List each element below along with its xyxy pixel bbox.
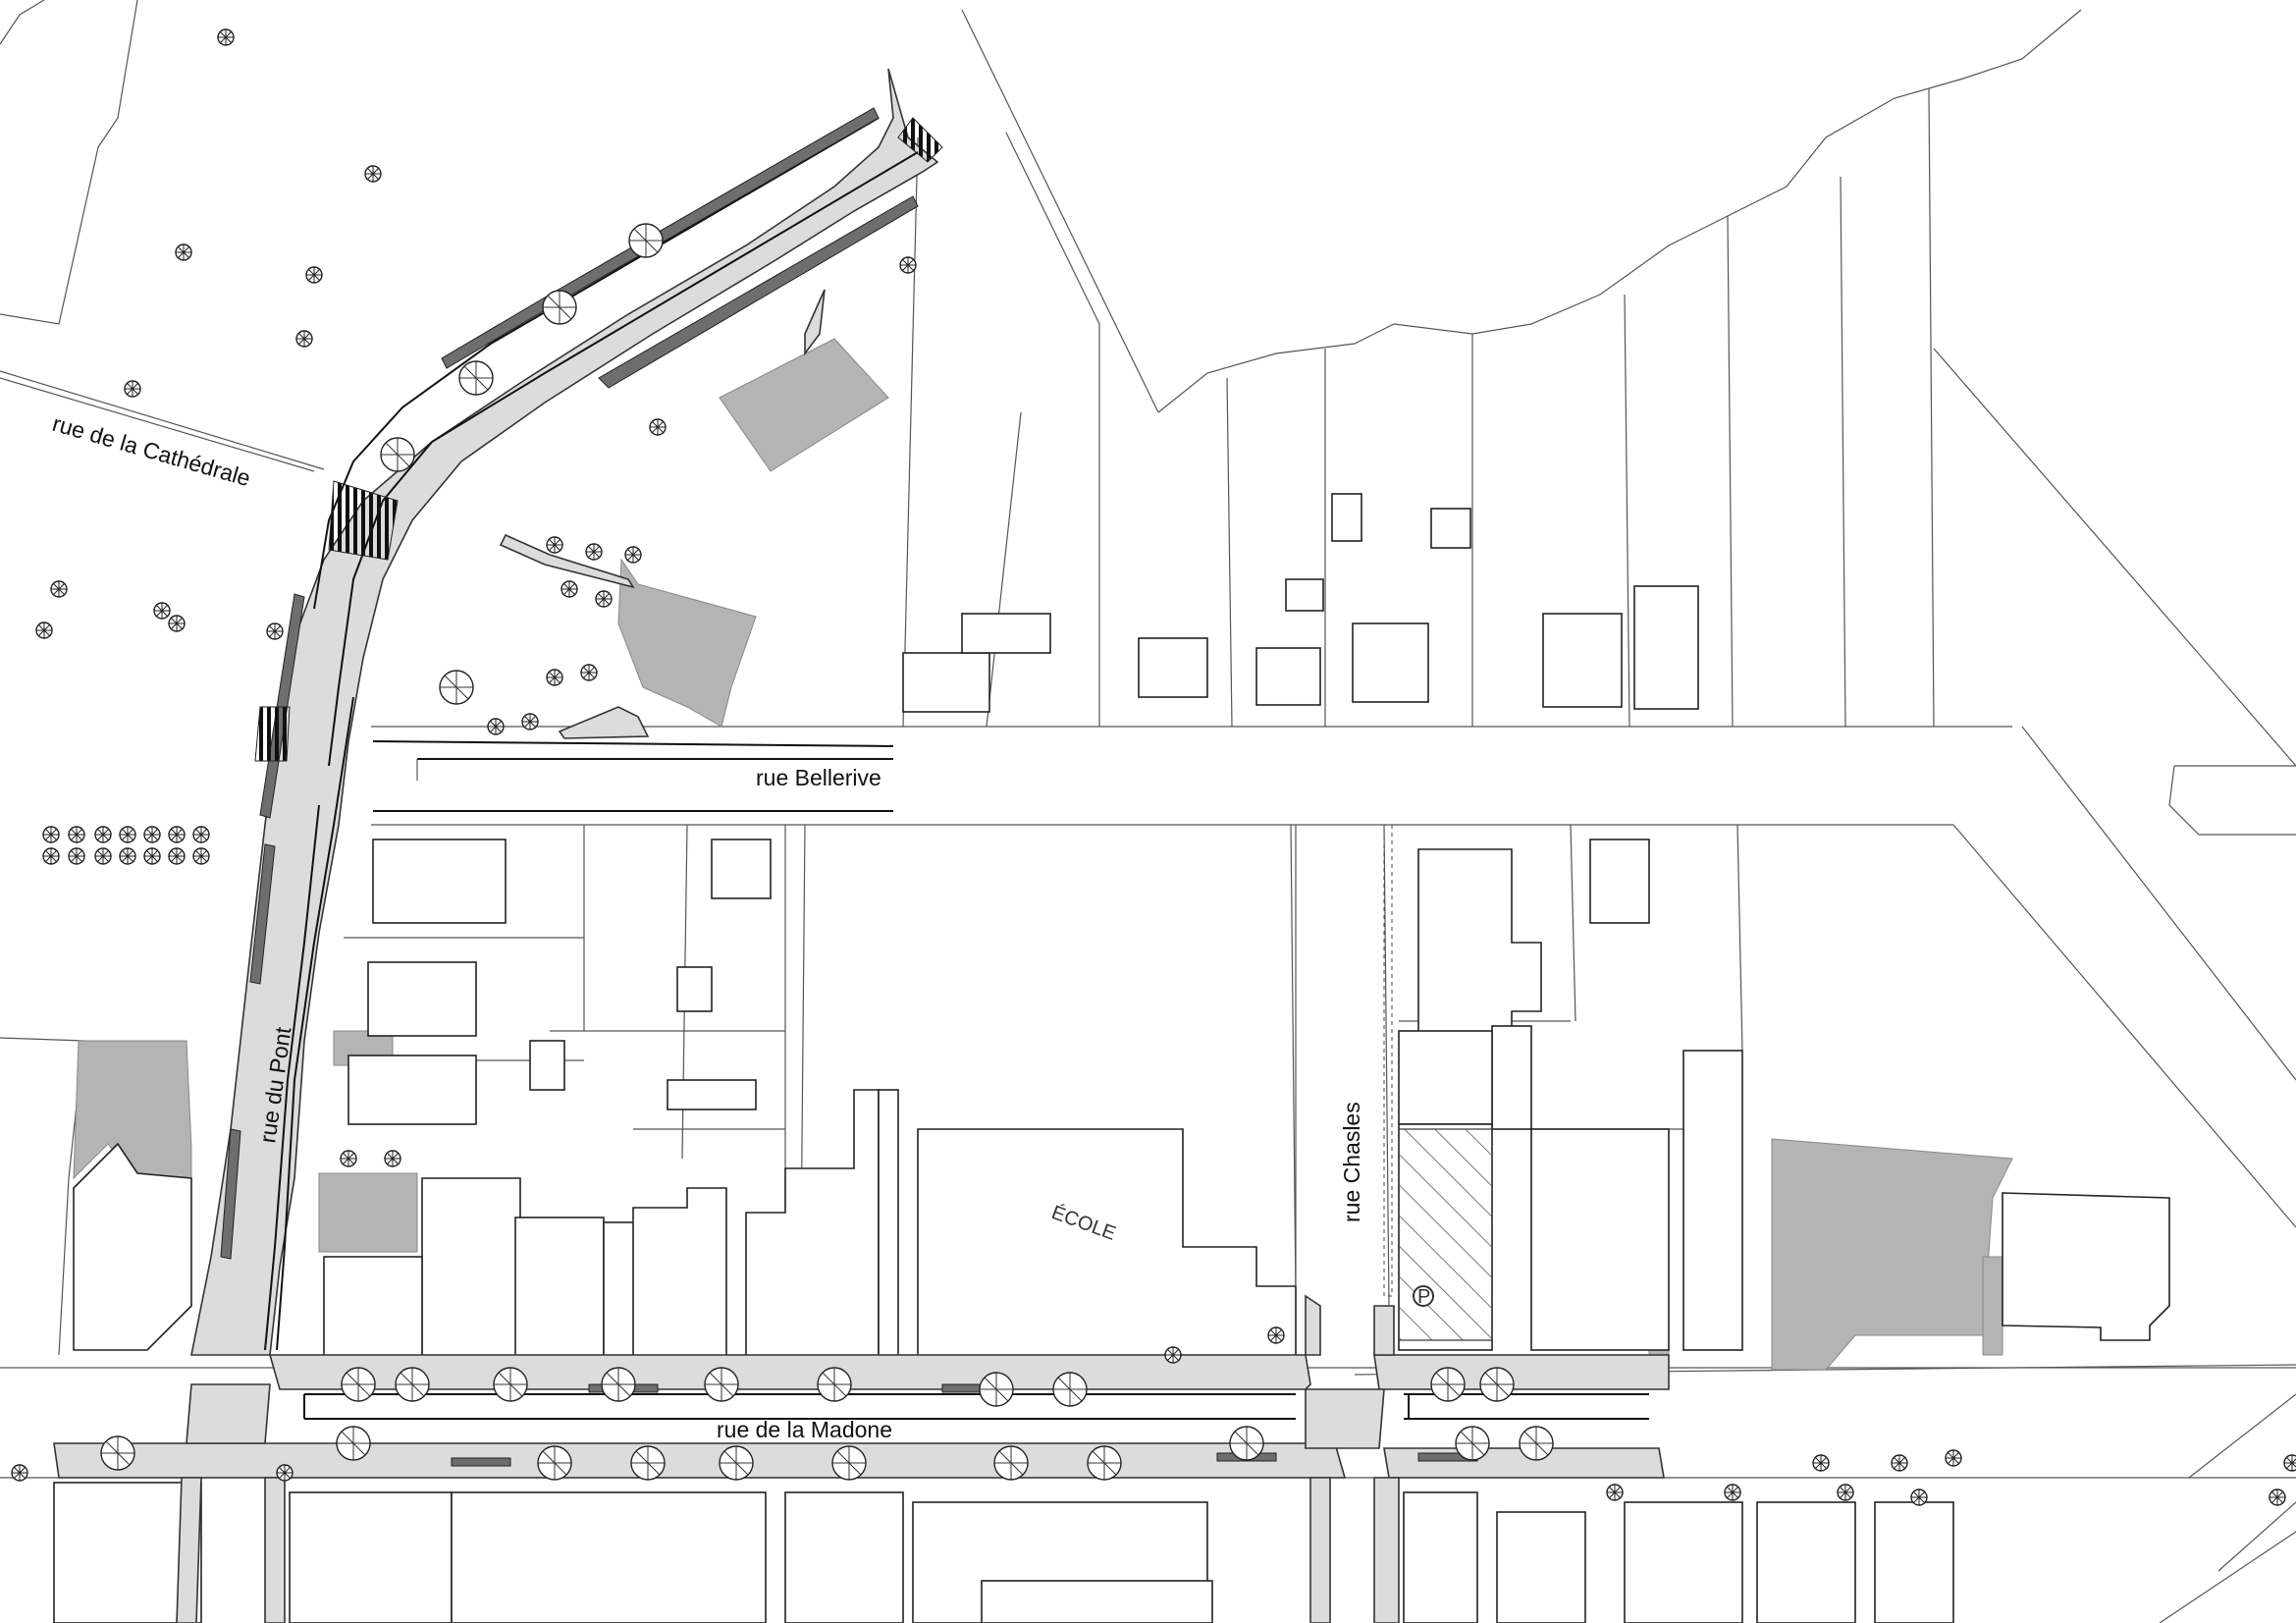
street-label-cathedrale: rue de la Cathédrale — [50, 410, 254, 491]
park-area — [499, 289, 826, 739]
parking-area: P — [1398, 1128, 1493, 1341]
street-label-bellerive: rue Bellerive — [756, 765, 881, 790]
parking-label: P — [1417, 1286, 1430, 1308]
road-bellerive — [372, 740, 894, 812]
street-label-madone: rue de la Madone — [717, 1417, 892, 1442]
buildings — [53, 493, 2170, 1623]
parking-icon — [1413, 1285, 1434, 1307]
gray-buildings — [73, 338, 2013, 1371]
road-curved — [190, 68, 943, 1356]
street-label-chasles: rue Chasles — [1339, 1102, 1364, 1222]
road-madone — [53, 824, 1670, 1623]
